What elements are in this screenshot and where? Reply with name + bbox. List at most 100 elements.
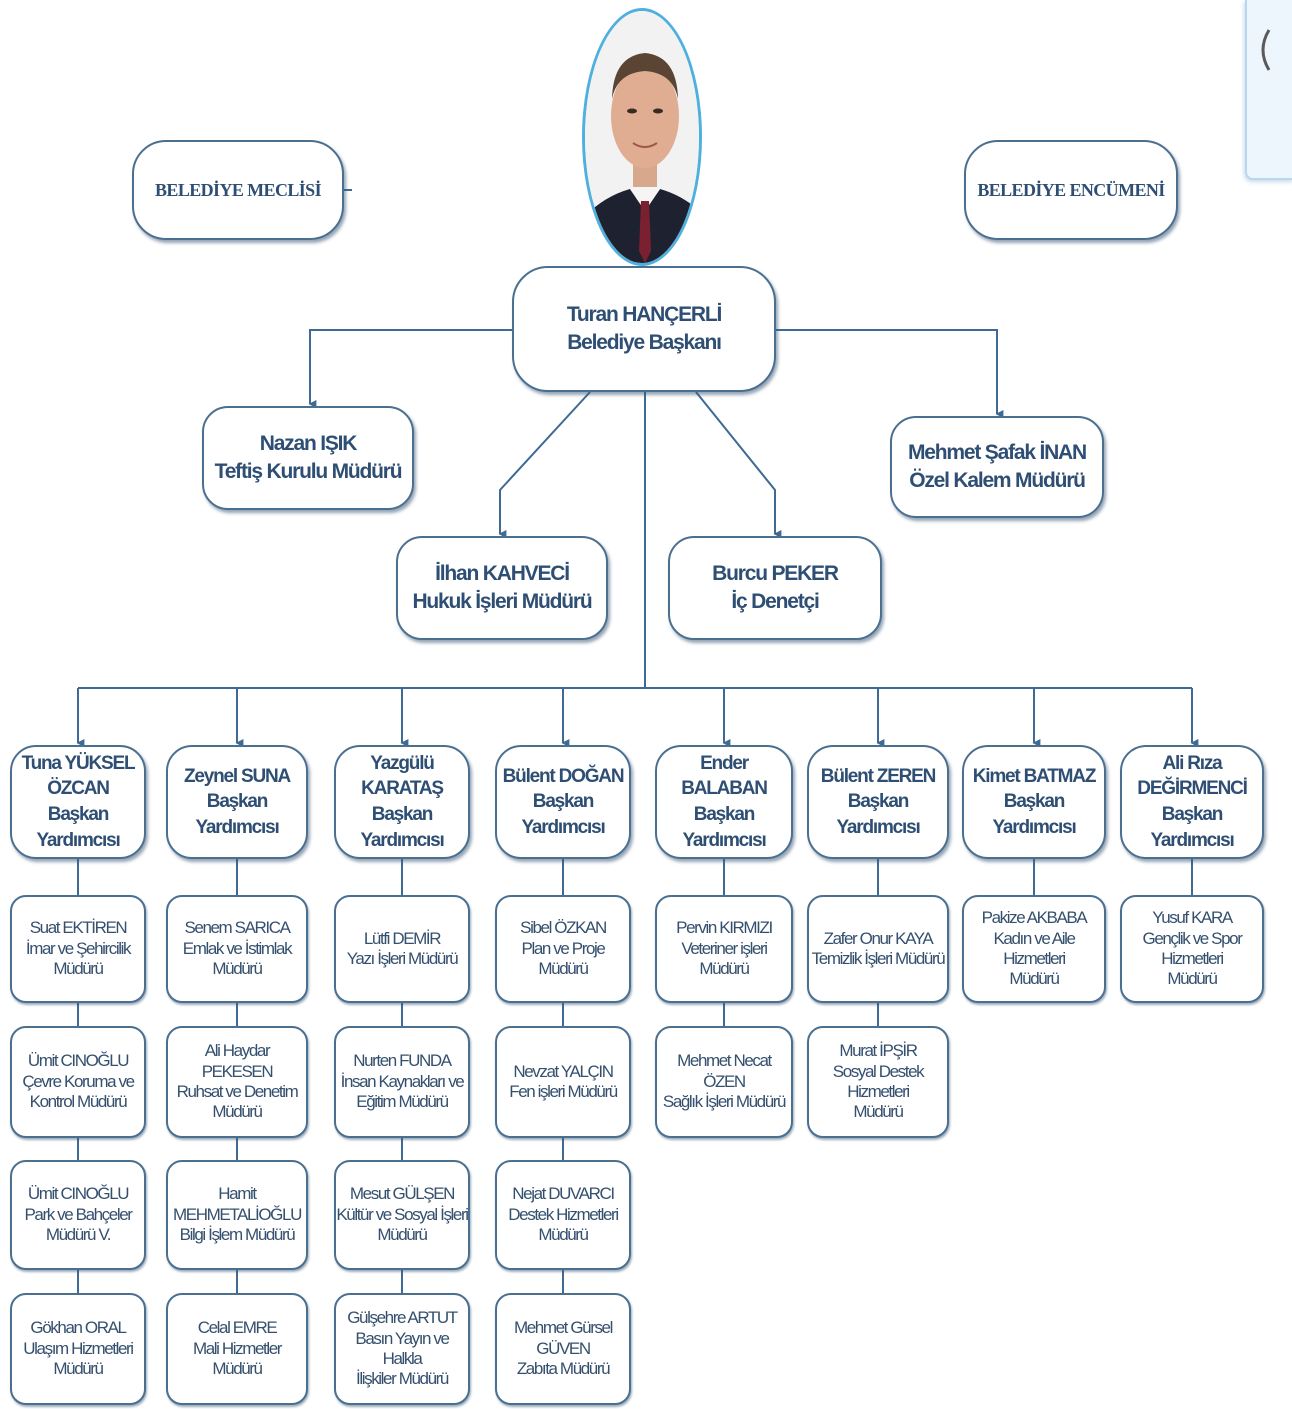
side-panel [1245,0,1292,180]
deputy-name: Ender BALABAN [681,752,768,800]
unit-title: Bilgi İşlem Müdürü [179,1225,296,1245]
deputy-name: Yazgülü KARATAŞ [361,752,444,800]
unit-title: Ruhsat ve Denetim [176,1082,299,1101]
council-left-box: BELEDİYE MECLİSİ [132,140,344,240]
unit-title: İlişkiler Müdürü [356,1369,449,1389]
connector-mehmet [776,329,1004,418]
unit-name: Nejat DUVARCI [512,1184,615,1204]
unit-title: Ulaşım Hizmetleri [23,1338,134,1358]
unit-name: Celal EMRE [197,1318,278,1338]
unit-title: Çevre Koruma ve [22,1071,135,1091]
unit-name: Mehmet Gürsel GÜVEN [513,1318,613,1358]
unit-title: Kontrol Müdürü [29,1092,128,1112]
unit-name: Senem SARICA [184,918,290,938]
unit-title: Destek Hizmetleri [508,1204,619,1224]
deputy-name: Kimet BATMAZ [972,765,1097,787]
staff-name: Nazan IŞIK [259,431,358,455]
deputy-name: Bülent DOĞAN [502,765,625,787]
unit-title: Yazı İşleri Müdürü [346,949,459,968]
deputy-title: Başkan Yardımcısı [360,804,444,851]
unit-title: İnsan Kaynakları ve [340,1071,465,1091]
deputy-title: Başkan Yardımcısı [36,804,120,851]
unit-name: Gülşehre ARTUT [347,1308,458,1328]
unit-name: Suat EKTİREN [29,918,128,938]
connector-nazan [308,329,512,408]
staff-box: Mehmet Şafak İNAN Özel Kalem Müdürü [890,416,1104,518]
unit-title: Müdürü [53,1359,104,1379]
unit-title: Zabıta Müdürü [516,1359,611,1379]
unit-title: Sağlık İşleri Müdürü [662,1092,787,1112]
staff-box: Nazan IŞIK Teftiş Kurulu Müdürü [202,406,414,510]
unit-name: Pakize AKBABA [981,908,1088,928]
staff-title: Teftiş Kurulu Müdürü [214,460,403,483]
staff-title: İç Denetçi [731,590,819,613]
deputy-name: Bülent ZEREN [820,765,937,787]
staff-name: İlhan KAHVECİ [435,561,570,585]
unit-name: Gökhan ORAL [30,1318,127,1338]
unit-name: Zafer Onur KAYA [823,928,934,948]
unit-title: Sosyal Destek Hizmetleri [832,1061,925,1101]
unit-title: İmar ve Şehircilik [25,938,132,958]
connector-burcu [695,391,782,538]
deputy-title: Başkan Yardımcısı [682,804,766,851]
staff-box: İlhan KAHVECİ Hukuk İşleri Müdürü [396,536,608,640]
council-left-label: BELEDİYE MECLİSİ [155,179,322,200]
unit-title: Eğitim Müdürü [356,1092,449,1112]
unit-name: Mehmet Necat ÖZEN [677,1051,772,1091]
staff-box: Burcu PEKER İç Denetçi [668,536,882,640]
unit-name: Nevzat YALÇIN [513,1061,614,1081]
unit-name: Mesut GÜLŞEN [349,1184,456,1204]
deputy-title: Başkan Yardımcısı [1150,804,1234,851]
deputy-title: Başkan Yardımcısı [521,791,605,838]
connector-ilhan [498,391,591,538]
unit-title: Kadın ve Aile Hizmetleri [993,928,1075,968]
unit-title: Emlak ve İstimlak [182,938,293,958]
deputy-box: Kimet BATMAZ Başkan Yardımcısı [962,745,1106,859]
deputy-title: Başkan Yardımcısı [836,791,920,838]
deputy-name: Ali Rıza DEĞİRMENCİ [1137,752,1248,800]
unit-title: Müdürü [212,1102,263,1122]
unit-title: Temizlik İşleri Müdürü [811,949,946,968]
deputy-name: Zeynel SUNA [183,765,291,787]
unit-name: Nurten FUNDA [353,1051,452,1071]
unit-name: Ali Haydar PEKESEN [201,1041,274,1081]
mayor-photo [582,8,702,266]
deputy-title: Başkan Yardımcısı [992,791,1076,838]
unit-title: Müdürü [53,959,104,979]
unit-title: Kültür ve Sosyal İşleri [336,1204,469,1224]
mayor-name: Turan HANÇERLİ [566,302,723,326]
council-right-box: BELEDİYE ENCÜMENİ [964,140,1178,240]
deputy-title: Başkan Yardımcısı [195,791,279,838]
mayor-title: Belediye Başkanı [567,331,722,354]
unit-title: Veteriner işleri Müdürü [681,938,768,979]
deputy-name: Tuna YÜKSEL ÖZCAN [21,752,136,800]
unit-title: Mali Hizmetler Müdürü [192,1338,282,1379]
unit-title: Gençlik ve Spor Hizmetleri [1142,928,1243,968]
unit-title: Basın Yayın ve Halkla [355,1328,450,1368]
unit-title: Müdürü [1009,969,1060,989]
unit-name: Ümit CINOĞLU [27,1051,130,1071]
unit-name: Lütfi DEMİR [363,928,442,948]
